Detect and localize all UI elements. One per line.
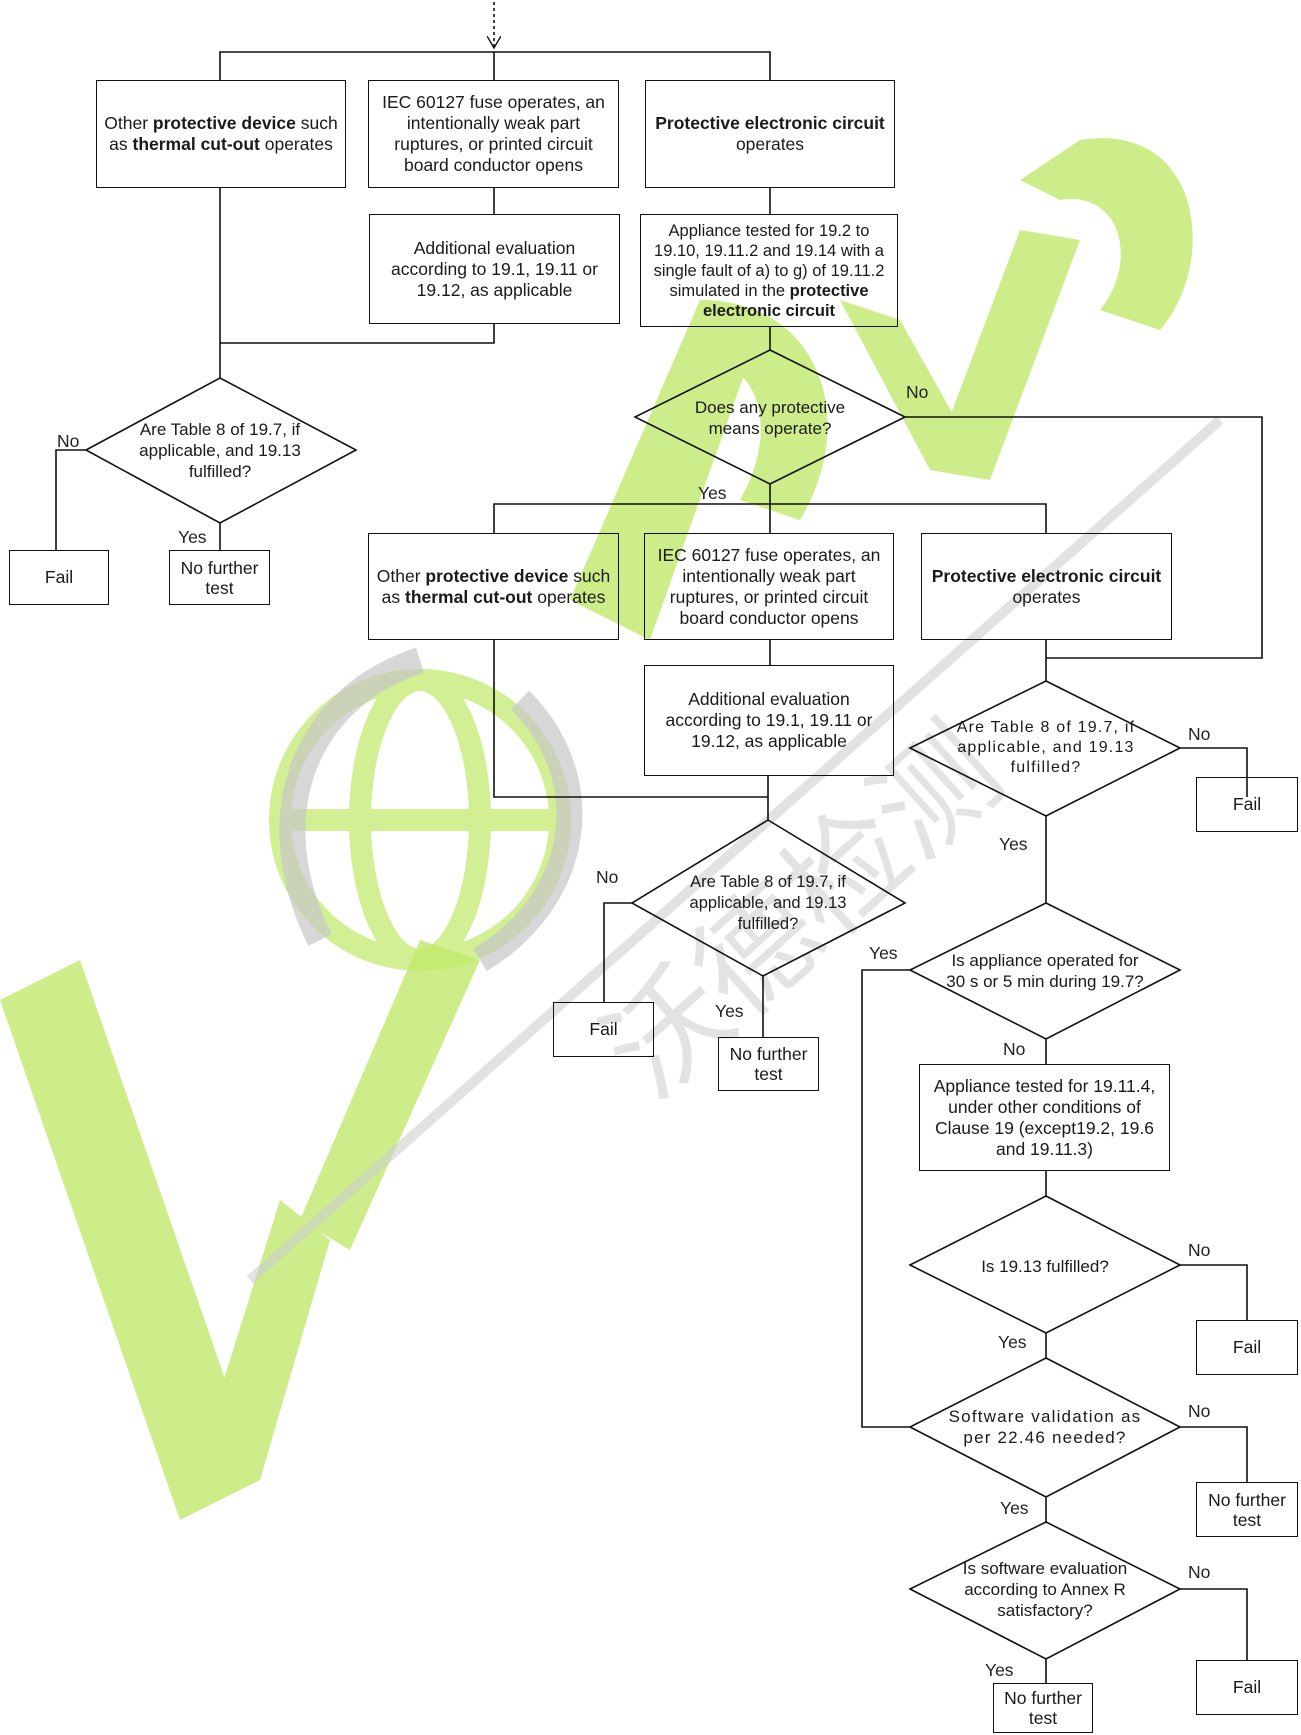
right-t8-fail-box: Fail — [1196, 777, 1298, 832]
left-fail-box: Fail — [9, 550, 109, 605]
middle-no-further-test-box: No further test — [718, 1037, 819, 1091]
annex-r-no-label: No — [1188, 1562, 1211, 1582]
middle-fulfilled-question: Are Table 8 of 19.7, if applicable, and … — [689, 872, 847, 933]
software-validation-no-further-test-box: No further test — [1196, 1482, 1298, 1537]
left-electronic-circuit-box: Protective electronic circuit operates — [645, 80, 895, 188]
appliance-tested-19-11-4-box: Appliance tested for 19.11.4, under othe… — [919, 1064, 1170, 1171]
annex-r-fail-box: Fail — [1196, 1660, 1298, 1715]
right-t8-no-label: No — [1188, 724, 1211, 744]
left-no-label: No — [57, 431, 80, 451]
operated-30s-yes-label: Yes — [869, 943, 898, 963]
any-means-no-label: No — [906, 382, 929, 402]
middle-fail-box: Fail — [553, 1002, 654, 1057]
operated-30s-no-label: No — [1003, 1039, 1026, 1059]
left-additional-evaluation-box: Additional evaluation according to 19.1,… — [369, 214, 620, 324]
left-protective-device-box: Other protective device such as thermal … — [96, 80, 346, 188]
is-19-13-no-label: No — [1188, 1240, 1211, 1260]
right-fulfilled-question: Are Table 8 of 19.7, if applicable, and … — [956, 719, 1136, 776]
is-19-13-fail-box: Fail — [1196, 1320, 1298, 1375]
middle-yes-label: Yes — [715, 1001, 744, 1021]
any-means-yes-label: Yes — [698, 483, 727, 503]
any-protective-means-question: Does any protective means operate? — [694, 398, 846, 438]
appliance-tested-single-fault-box: Appliance tested for 19.2 to 19.10, 19.1… — [640, 214, 898, 327]
software-validation-no-label: No — [1188, 1401, 1211, 1421]
is-19-13-fulfilled-question: Is 19.13 fulfilled? — [981, 1256, 1109, 1276]
middle-protective-device-box: Other protective device such as thermal … — [368, 533, 619, 640]
middle-fuse-box: IEC 60127 fuse operates, an intentionall… — [644, 533, 894, 640]
operated-30s-question: Is appliance operated for 30 s or 5 min … — [946, 951, 1144, 991]
middle-no-label: No — [596, 867, 619, 887]
is-19-13-yes-label: Yes — [998, 1332, 1027, 1352]
middle-electronic-circuit-box: Protective electronic circuit operates — [921, 533, 1172, 640]
left-no-further-test-box: No further test — [169, 550, 270, 605]
left-fulfilled-question: Are Table 8 of 19.7, if applicable, and … — [139, 419, 301, 481]
middle-additional-evaluation-box: Additional evaluation according to 19.1,… — [644, 665, 894, 776]
right-t8-yes-label: Yes — [999, 834, 1028, 854]
left-yes-label: Yes — [178, 527, 207, 547]
annex-r-yes-label: Yes — [985, 1660, 1014, 1680]
annex-r-question: Is software evaluation according to Anne… — [962, 1558, 1128, 1620]
software-validation-yes-label: Yes — [1000, 1498, 1029, 1518]
software-validation-question: Software validation as per 22.46 needed? — [948, 1407, 1142, 1447]
annex-r-no-further-test-box: No further test — [993, 1683, 1093, 1733]
left-fuse-box: IEC 60127 fuse operates, an intentionall… — [368, 80, 619, 188]
